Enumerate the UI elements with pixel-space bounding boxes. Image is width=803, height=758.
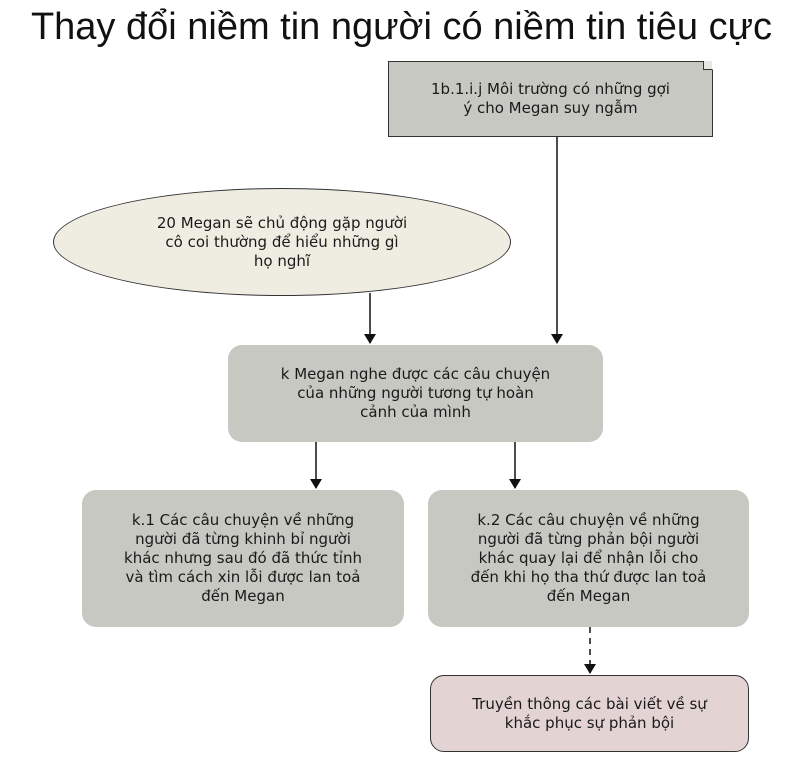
k1-line: người đã từng khinh bỉ người (135, 530, 351, 548)
node-media-articles[interactable]: Truyền thông các bài viết về sự khắc phụ… (430, 675, 749, 752)
pink-line: khắc phục sự phản bội (504, 713, 675, 732)
ellipse-line: họ nghĩ (253, 251, 311, 270)
note-node-environment[interactable]: 1b.1.i.j Môi trường có những gợi ý cho M… (388, 61, 713, 137)
k2-line: người đã từng phản bội người (477, 530, 700, 548)
k-line: của những người tương tự hoàn (297, 384, 534, 402)
k-line: k Megan nghe được các câu chuyện (280, 365, 551, 383)
k-line: cảnh của mình (360, 403, 471, 421)
ellipse-line: cô coi thường để hiểu những gì (165, 232, 399, 251)
note-line: ý cho Megan suy ngẫm (463, 99, 638, 117)
ellipse-line: 20 Megan sẽ chủ động gặp người (156, 213, 408, 232)
node-k-stories[interactable]: k Megan nghe được các câu chuyện của nhữ… (228, 345, 603, 442)
pink-line: Truyền thông các bài viết về sự (472, 694, 707, 713)
k1-line: đến Megan (201, 587, 285, 605)
k2-line: khác quay lại để nhận lỗi cho (478, 549, 699, 567)
note-fold-corner (703, 61, 712, 70)
k2-line: đến Megan (546, 587, 631, 605)
k1-line: k.1 Các câu chuyện về những (131, 511, 355, 529)
ellipse-node-megan-meets[interactable]: 20 Megan sẽ chủ động gặp người cô coi th… (53, 188, 511, 296)
k1-line: khác nhưng sau đó đã thức tỉnh (124, 549, 362, 567)
note-line: 1b.1.i.j Môi trường có những gợi (431, 80, 670, 98)
node-k2-stories[interactable]: k.2 Các câu chuyện về những người đã từn… (428, 490, 749, 627)
node-k1-stories[interactable]: k.1 Các câu chuyện về những người đã từn… (82, 490, 404, 627)
k2-line: đến khi họ tha thứ được lan toả (470, 568, 707, 586)
k2-line: k.2 Các câu chuyện về những (477, 511, 700, 529)
k1-line: và tìm cách xin lỗi được lan toả (125, 568, 361, 586)
diagram-title: Thay đổi niềm tin người có niềm tin tiêu… (30, 6, 773, 48)
